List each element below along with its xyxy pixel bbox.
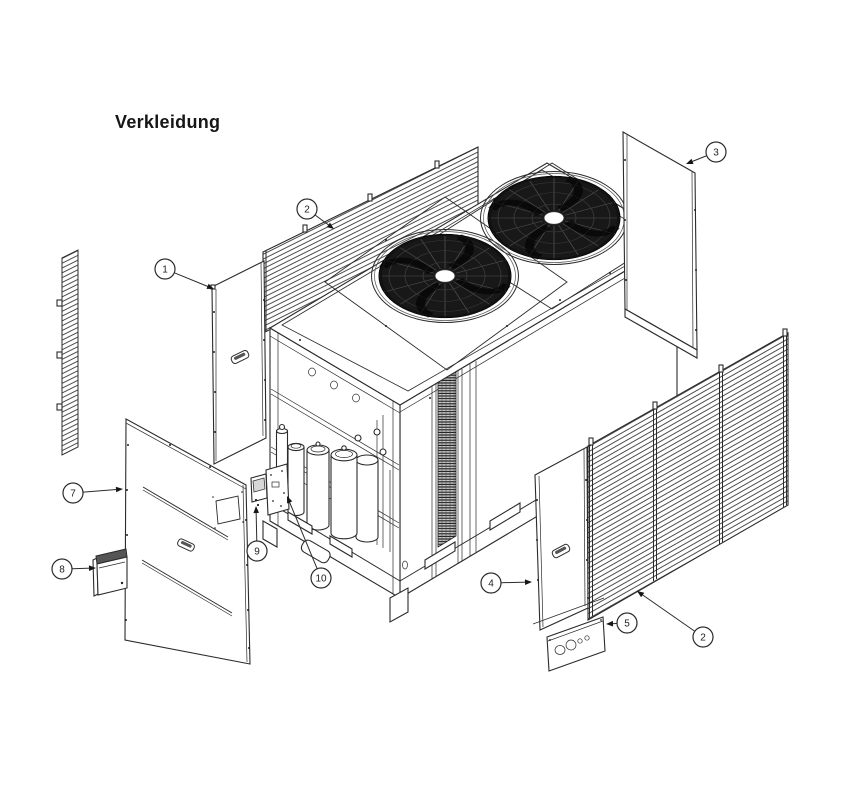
callout-circle <box>310 567 332 589</box>
panel-7-cutout <box>215 495 241 525</box>
leader-line <box>72 567 92 570</box>
callout-circle <box>51 558 73 580</box>
callout-2: 2 <box>296 198 334 229</box>
leader-line <box>501 581 528 584</box>
leader-arrowhead <box>637 591 645 598</box>
unit-front-face <box>262 327 409 623</box>
panel-7-rib <box>141 559 233 617</box>
callout-2: 2 <box>637 591 714 648</box>
callout-9: 9 <box>246 506 268 562</box>
callout-5: 5 <box>606 612 638 634</box>
panel-3 <box>622 131 698 359</box>
leader-arrowhead <box>206 283 214 289</box>
left-end-grille <box>56 249 79 456</box>
callout-number: 9 <box>254 547 260 558</box>
part-10-plate <box>265 463 290 516</box>
leader-arrowhead <box>115 486 123 493</box>
callout-4: 4 <box>480 572 532 594</box>
compressor-group <box>275 423 379 564</box>
callout-number: 3 <box>713 148 719 159</box>
callout-circle <box>705 141 727 163</box>
leader-line <box>255 510 258 541</box>
callout-circle <box>480 572 502 594</box>
leader-arrowhead <box>253 506 259 514</box>
page-title: Verkleidung <box>115 112 221 132</box>
callouts-layer: 1 2 3 4 5 2 7 8 9 10 <box>51 141 727 648</box>
leader-line <box>83 488 119 493</box>
leader-arrowhead <box>686 158 694 164</box>
leader-arrowhead <box>606 620 614 627</box>
callout-circle <box>616 612 638 634</box>
part-9-display <box>250 473 268 507</box>
leader-line <box>288 500 318 569</box>
leader-arrowhead <box>326 222 334 229</box>
leader-line <box>315 214 331 227</box>
callout-1: 1 <box>154 258 214 289</box>
leader-arrowhead <box>287 496 293 504</box>
callout-3: 3 <box>686 141 727 164</box>
right-louver-grille <box>587 328 789 621</box>
leader-line <box>640 593 695 632</box>
callout-number: 2 <box>700 633 706 644</box>
callout-number: 5 <box>624 619 630 630</box>
leader-arrowhead <box>88 565 96 571</box>
callout-number: 4 <box>488 579 494 590</box>
leader-line <box>174 272 210 288</box>
panel-7 <box>124 418 251 665</box>
panel-4-door <box>534 446 589 631</box>
callout-10: 10 <box>287 496 332 589</box>
plate-5 <box>532 597 606 672</box>
main-unit <box>262 162 679 623</box>
unit-foot <box>262 520 278 548</box>
callout-circle <box>296 198 318 220</box>
callout-number: 1 <box>162 265 168 276</box>
callout-circle <box>62 482 84 504</box>
condenser-coil <box>437 368 457 548</box>
callout-circle <box>246 540 268 562</box>
callout-circle <box>692 626 714 648</box>
callout-circle <box>154 258 176 280</box>
callout-7: 7 <box>62 482 123 504</box>
panel-7-rib <box>142 486 229 541</box>
callout-8: 8 <box>51 558 96 580</box>
leader-arrowhead <box>524 579 532 585</box>
part-8-box <box>92 548 128 597</box>
callout-number: 7 <box>70 489 76 500</box>
callout-number: 2 <box>304 205 310 216</box>
leader-line <box>690 155 707 163</box>
unit-foot <box>389 587 409 623</box>
callout-number: 8 <box>59 565 65 576</box>
panel-1-door <box>210 260 267 465</box>
callout-number: 10 <box>315 574 327 585</box>
